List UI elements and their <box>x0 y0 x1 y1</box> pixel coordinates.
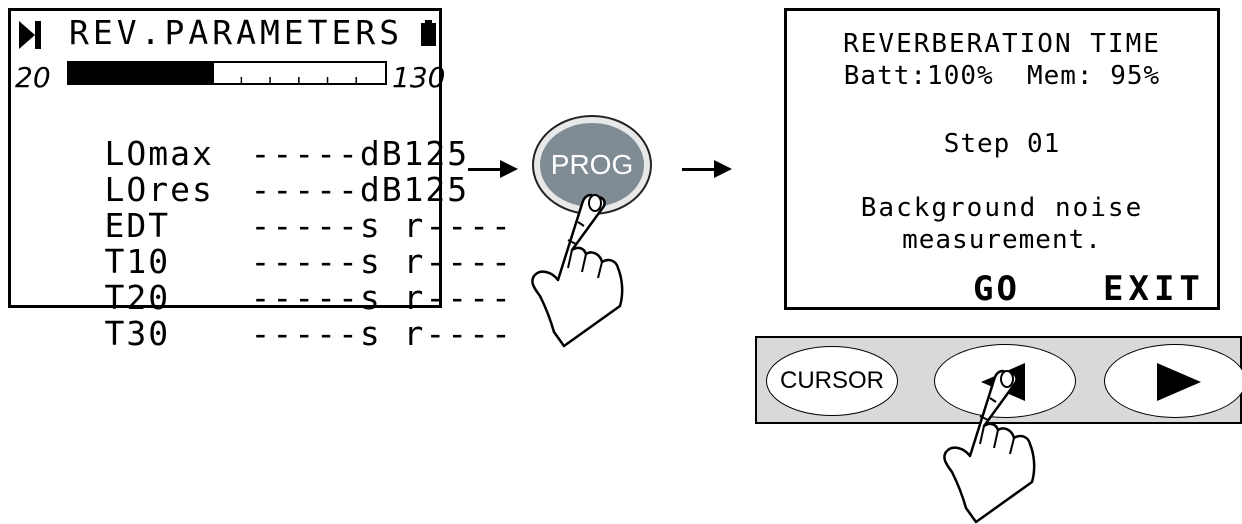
param-value: -----s r---- <box>250 278 513 317</box>
go-softkey[interactable]: GO <box>973 269 1020 309</box>
battery-icon <box>421 20 436 46</box>
rev-parameters-display: REV.PARAMETERS 20 130 LOmax -----dB125 LO… <box>8 8 511 353</box>
param-label: EDT <box>104 206 171 245</box>
arrow-head-2 <box>714 160 732 178</box>
param-label: LOmax <box>104 134 214 173</box>
play-end-icon <box>19 21 41 49</box>
param-label: T10 <box>104 242 171 281</box>
scale-max-label: 130 <box>392 61 446 94</box>
status-line: Batt:100% Mem: 95% <box>843 61 1161 91</box>
param-label: LOres <box>104 170 214 209</box>
pressing-hand-icon <box>943 369 1036 524</box>
screen-title: REVERBERATION TIME <box>843 29 1161 59</box>
param-value: -----s r---- <box>250 314 513 353</box>
step-label: Step 01 <box>943 129 1061 159</box>
exit-softkey[interactable]: EXIT <box>1103 269 1205 309</box>
param-row-edt: EDT -----s r---- <box>17 167 513 284</box>
param-value: -----s r---- <box>250 206 513 245</box>
flow-arrow-1 <box>468 168 502 171</box>
param-row-lomax: LOmax -----dB125 <box>17 95 469 212</box>
reverberation-time-display: REVERBERATION TIME Batt:100% Mem: 95% St… <box>784 8 1220 310</box>
display-title: REV.PARAMETERS <box>69 13 404 52</box>
arrow-head-1 <box>500 160 518 178</box>
param-value: -----s r---- <box>250 242 513 281</box>
message-line-1: Background noise <box>860 193 1144 223</box>
param-label: T30 <box>104 314 171 353</box>
scale-min-label: 20 <box>15 61 51 94</box>
param-value: -----dB125 <box>250 170 470 209</box>
param-row-t30: T30 -----s r---- <box>17 275 513 392</box>
flow-arrow-2 <box>682 168 716 171</box>
message-line-2: measurement. <box>902 225 1102 255</box>
cursor-button[interactable]: CURSOR <box>766 346 898 416</box>
pressing-hand-icon <box>531 193 624 348</box>
level-bar <box>67 61 387 85</box>
param-row-lores: LOres -----dB125 <box>17 131 469 248</box>
level-bar-fill <box>69 63 215 83</box>
param-label: T20 <box>104 278 171 317</box>
triangle-right-icon <box>1157 363 1201 401</box>
prog-button[interactable]: PROG <box>540 123 644 207</box>
param-row-t10: T10 -----s r---- <box>17 203 513 320</box>
level-bar-ticks <box>96 77 358 83</box>
right-softkey-button[interactable] <box>1104 344 1242 418</box>
param-row-t20: T20 -----s r---- <box>17 239 513 356</box>
param-value: -----dB125 <box>250 134 470 173</box>
